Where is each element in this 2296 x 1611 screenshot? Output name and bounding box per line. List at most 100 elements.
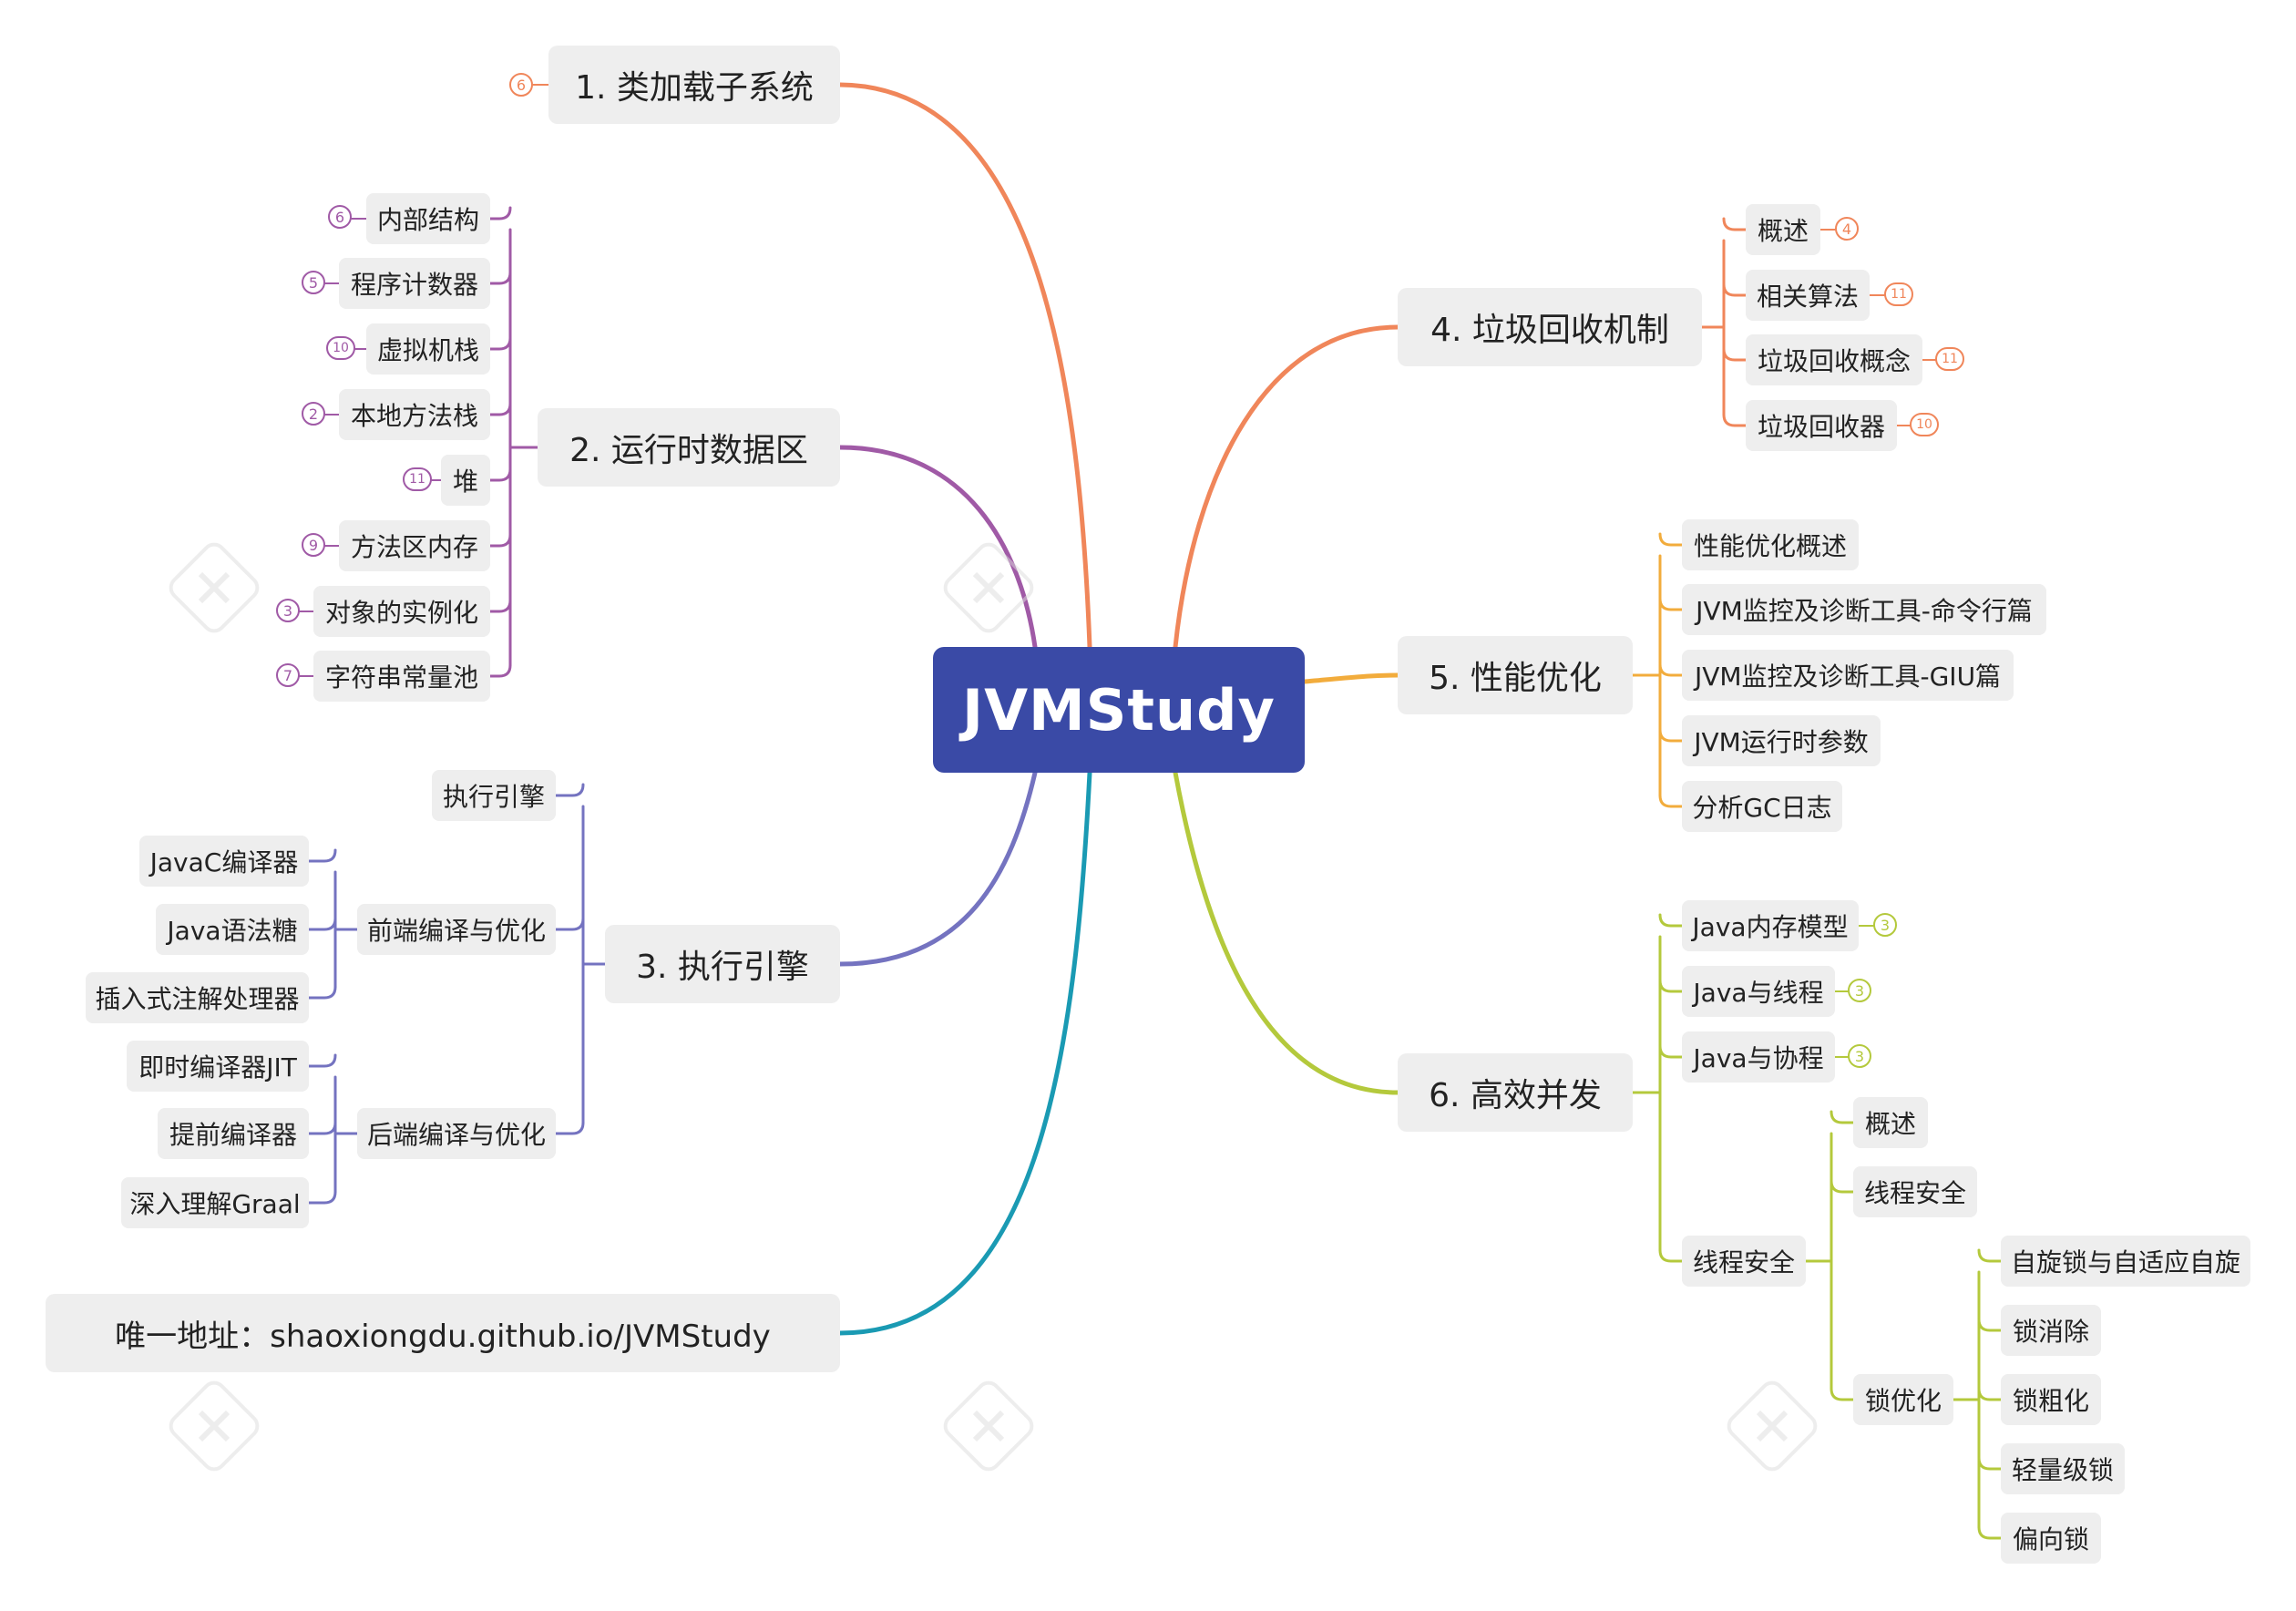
- note-count-badge[interactable]: 3: [276, 599, 300, 622]
- topic-jvm-params[interactable]: JVM运行时参数: [1682, 715, 1881, 766]
- branch-execution-engine[interactable]: 3. 执行引擎: [605, 925, 840, 1003]
- link-b2-elbow: [488, 271, 512, 285]
- topic-cli-tools[interactable]: JVM监控及诊断工具-命令行篇: [1682, 584, 2046, 635]
- link-b6-elbow: [1658, 1248, 1684, 1263]
- note-count-badge[interactable]: 3: [1848, 979, 1871, 1002]
- note-count-badge[interactable]: 3: [1848, 1044, 1871, 1068]
- link-branch-2: [837, 445, 1038, 650]
- link-b4-elbow: [1722, 217, 1748, 231]
- topic-string-constant-pool[interactable]: 字符串常量池: [313, 651, 490, 702]
- branch-runtime-data-area[interactable]: 2. 运行时数据区: [538, 408, 840, 487]
- xmind-watermark-icon: [943, 542, 1034, 633]
- topic-spin-lock[interactable]: 自旋锁与自适应自旋: [2001, 1236, 2250, 1287]
- link-b2-elbow: [488, 402, 512, 416]
- topic-gc-collectors[interactable]: 垃圾回收器: [1746, 400, 1897, 451]
- branch-gc[interactable]: 4. 垃圾回收机制: [1398, 288, 1702, 366]
- branch-concurrency[interactable]: 6. 高效并发: [1398, 1053, 1633, 1132]
- note-count-badge[interactable]: 7: [276, 663, 300, 687]
- topic-method-area[interactable]: 方法区内存: [339, 520, 490, 571]
- topic-java-coroutines[interactable]: Java与协程: [1682, 1031, 1835, 1083]
- branch-class-loader[interactable]: 1. 类加载子系统: [548, 46, 840, 124]
- note-count-badge[interactable]: 11: [1884, 282, 1913, 306]
- xmind-watermark-icon: [943, 1380, 1034, 1472]
- note-count-badge[interactable]: 6: [328, 205, 352, 229]
- link-b6b-elbow: [1977, 1387, 2003, 1401]
- link-b3-elbow: [554, 917, 585, 931]
- note-count-badge[interactable]: 10: [1910, 413, 1939, 436]
- note-count-badge[interactable]: 11: [403, 467, 432, 491]
- link-branch-3: [837, 770, 1038, 967]
- xmind-watermark-icon: [169, 1380, 260, 1472]
- link-b2-elbow: [488, 467, 512, 482]
- topic-gc-log[interactable]: 分析GC日志: [1682, 781, 1842, 832]
- link-b5-elbow: [1658, 662, 1684, 677]
- note-count-badge[interactable]: 11: [1935, 347, 1964, 371]
- topic-java-threads[interactable]: Java与线程: [1682, 966, 1835, 1017]
- root-topic[interactable]: JVMStudy: [933, 647, 1305, 773]
- topic-aot-compiler[interactable]: 提前编译器: [158, 1108, 309, 1159]
- link-b2-elbow: [488, 599, 512, 613]
- topic-frontend-compile[interactable]: 前端编译与优化: [357, 904, 556, 955]
- topic-biased-lock[interactable]: 偏向锁: [2001, 1513, 2101, 1564]
- topic-internal-structure[interactable]: 内部结构: [366, 193, 490, 244]
- topic-graal[interactable]: 深入理解Graal: [121, 1177, 309, 1228]
- link-branch-5: [1302, 672, 1400, 684]
- link-b6a-elbow: [1830, 1387, 1855, 1401]
- topic-execution-engine[interactable]: 执行引擎: [432, 770, 556, 821]
- topic-annotation-processor[interactable]: 插入式注解处理器: [86, 972, 309, 1023]
- note-count-badge[interactable]: 2: [302, 402, 325, 426]
- branch-performance[interactable]: 5. 性能优化: [1398, 636, 1633, 714]
- topic-perf-overview[interactable]: 性能优化概述: [1682, 519, 1859, 570]
- xmind-watermark-icon: [169, 542, 260, 633]
- topic-jit-compiler[interactable]: 即时编译器JIT: [127, 1041, 309, 1092]
- topic-vm-stack[interactable]: 虚拟机栈: [366, 323, 490, 375]
- link-b5-elbow: [1658, 532, 1684, 547]
- link-b6b-elbow: [1977, 1248, 2003, 1263]
- topic-lock-optimization[interactable]: 锁优化: [1853, 1374, 1953, 1425]
- link-b2-elbow: [488, 336, 512, 351]
- topic-ts-overview[interactable]: 概述: [1853, 1097, 1928, 1148]
- note-count-badge[interactable]: 10: [326, 336, 355, 360]
- link-b6b-elbow: [1977, 1525, 2003, 1540]
- note-count-badge[interactable]: 5: [302, 271, 325, 294]
- link-b5-elbow: [1658, 728, 1684, 743]
- topic-gui-tools[interactable]: JVM监控及诊断工具-GIU篇: [1682, 650, 2014, 701]
- link-b3a-elbow: [307, 985, 337, 1000]
- branch-address-link[interactable]: 唯一地址：shaoxiongdu.github.io/JVMStudy: [46, 1294, 840, 1372]
- link-b3-elbow: [554, 783, 585, 797]
- link-b3-elbow: [554, 1121, 585, 1135]
- note-count-badge[interactable]: 4: [1835, 217, 1859, 241]
- link-b2-elbow: [488, 663, 512, 678]
- topic-java-syntax-sugar[interactable]: Java语法糖: [156, 904, 309, 955]
- topic-gc-overview[interactable]: 概述: [1746, 204, 1820, 255]
- topic-backend-compile[interactable]: 后端编译与优化: [357, 1108, 556, 1159]
- topic-lightweight-lock[interactable]: 轻量级锁: [2001, 1443, 2125, 1494]
- topic-native-method-stack[interactable]: 本地方法栈: [339, 389, 490, 440]
- topic-gc-concepts[interactable]: 垃圾回收概念: [1746, 334, 1922, 385]
- topic-object-instantiation[interactable]: 对象的实例化: [313, 586, 490, 637]
- link-b2-elbow: [488, 206, 512, 221]
- note-count-badge[interactable]: 9: [302, 533, 325, 557]
- topic-lock-elimination[interactable]: 锁消除: [2001, 1305, 2101, 1356]
- topic-thread-safety[interactable]: 线程安全: [1682, 1236, 1806, 1287]
- link-b3a-elbow: [307, 917, 337, 931]
- topic-gc-algorithms[interactable]: 相关算法: [1746, 270, 1870, 321]
- link-b4-elbow: [1722, 282, 1748, 297]
- link-b3b-elbow: [307, 1121, 337, 1135]
- topic-heap[interactable]: 堆: [441, 455, 490, 506]
- link-b6a-elbow: [1830, 1110, 1855, 1124]
- topic-program-counter[interactable]: 程序计数器: [339, 258, 490, 309]
- topic-lock-coarsening[interactable]: 锁粗化: [2001, 1374, 2101, 1425]
- note-count-badge[interactable]: 6: [509, 73, 533, 97]
- xmind-watermark-icon: [1727, 1380, 1818, 1472]
- topic-java-memory-model[interactable]: Java内存模型: [1682, 900, 1859, 951]
- link-b6-elbow: [1658, 913, 1684, 928]
- topic-javac-compiler[interactable]: JavaC编译器: [139, 836, 309, 887]
- topic-ts-thread-safety[interactable]: 线程安全: [1853, 1166, 1977, 1217]
- note-count-badge[interactable]: 3: [1873, 913, 1897, 937]
- link-branch-4: [1173, 324, 1400, 650]
- link-b3b-elbow: [307, 1190, 337, 1205]
- link-b6b-elbow: [1977, 1456, 2003, 1471]
